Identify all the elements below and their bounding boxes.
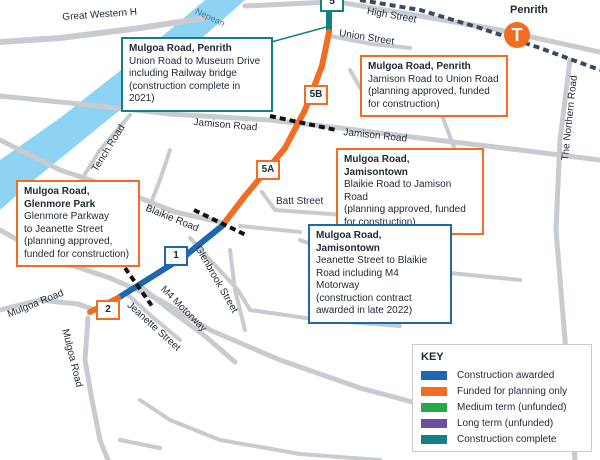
section-markers (123, 114, 337, 308)
callout-leader (263, 25, 331, 45)
callout-desc: Glenmore Parkway to Jeanette Street (pla… (24, 211, 130, 260)
label-batt-street: Batt Street (276, 196, 324, 207)
key-label: Medium term (unfunded) (457, 401, 567, 413)
route-5b (262, 29, 332, 175)
road-great-western-east (242, 0, 333, 9)
key-item: Medium term (unfunded) (421, 399, 583, 415)
railway-line (359, 0, 600, 72)
road-blaikie-east (238, 224, 302, 234)
callout-desc: Jeanette Street to Blaikie Road includin… (316, 255, 428, 316)
road-m4-south (137, 283, 238, 365)
segment-badge-5b: 5B (304, 85, 328, 105)
key-label: Funded for planning only (457, 385, 568, 397)
callout-title: Mulgoa Road, Penrith (368, 61, 471, 72)
road-minor-4 (228, 248, 247, 332)
key-swatch (421, 434, 447, 444)
road-mulgoa-south (82, 315, 111, 460)
callout-penrith-jamison: Mulgoa Road, Penrith Jamison Road to Uni… (360, 55, 508, 117)
key-item: Construction awarded (421, 367, 583, 383)
segment-badge-5a: 5A (256, 160, 280, 180)
key-swatch (421, 402, 447, 412)
train-station-icon: T (504, 22, 530, 48)
marker-jamison (269, 114, 337, 132)
marker-jeanette (123, 266, 154, 308)
route-1 (115, 223, 225, 301)
road-mulgoa-west (0, 297, 98, 313)
key-item: Long term (unfunded) (421, 415, 583, 431)
key-title: KEY (421, 351, 444, 363)
road-minor-6 (118, 438, 162, 450)
key-item: Funded for planning only (421, 383, 583, 399)
key-swatch (421, 386, 447, 396)
key-label: Long term (unfunded) (457, 417, 554, 429)
label-penrith: Penrith (510, 4, 548, 16)
key-label: Construction awarded (457, 369, 555, 381)
key-label: Construction complete (457, 433, 557, 445)
road-great-western (0, 15, 208, 45)
callout-title: Mulgoa Road, Jamisontown (344, 154, 410, 178)
map-key: KEY Construction awarded Funded for plan… (412, 344, 592, 452)
segment-badge-5: 5 (320, 0, 344, 12)
road-minor-3 (148, 148, 172, 207)
callout-title: Mulgoa Road, Penrith (129, 43, 232, 54)
road-minor-5 (138, 398, 382, 460)
callout-title: Mulgoa Road, Glenmore Park (24, 186, 96, 210)
callout-penrith-complete: Mulgoa Road, Penrith Union Road to Museu… (121, 37, 273, 112)
road-jeanette (123, 290, 182, 342)
route-5a (219, 169, 268, 229)
railway (359, 0, 600, 72)
callout-glenmore: Mulgoa Road, Glenmore Park Glenmore Park… (16, 180, 140, 267)
road-union-street (328, 34, 412, 50)
callout-title: Mulgoa Road, Jamisontown (316, 230, 382, 254)
key-swatch (421, 370, 447, 380)
callout-desc: Jamison Road to Union Road (planning app… (368, 73, 499, 110)
road-glenbrook (188, 236, 252, 312)
segment-badge-1: 1 (164, 246, 188, 266)
segment-badge-2: 2 (96, 300, 120, 320)
callout-desc: Union Road to Museum Drive including Rai… (129, 55, 261, 105)
callout-jamisontown-blaikie: Mulgoa Road, Jamisontown Blaikie Road to… (336, 148, 484, 235)
key-item: Construction complete (421, 431, 583, 447)
key-swatch (421, 418, 447, 428)
callout-jamisontown-jeanette: Mulgoa Road, Jamisontown Jeanette Street… (308, 224, 452, 324)
callout-desc: Blaikie Road to Jamison Road (planning a… (344, 179, 466, 228)
